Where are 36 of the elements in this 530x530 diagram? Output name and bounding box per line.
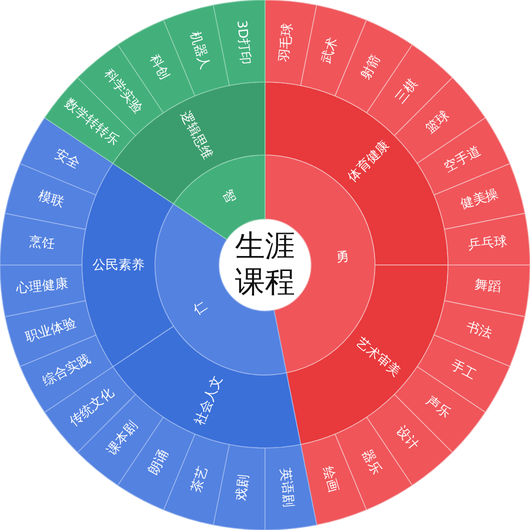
segment-label: 空手道 — [442, 144, 484, 176]
center-label: 生涯课程 — [234, 229, 296, 301]
segment-label: 逻辑思维 — [177, 109, 215, 162]
segment-label: 心理健康 — [15, 276, 69, 297]
segment-label: 舞蹈 — [474, 278, 502, 296]
segment-label: 茶艺 — [189, 464, 211, 494]
segment-label: 机器人 — [187, 30, 213, 72]
segment-label: 科创 — [146, 52, 172, 82]
segment-label: 仁 — [190, 298, 210, 318]
segment-label: 绘画 — [319, 464, 341, 494]
segment-label: 艺术审美 — [353, 336, 404, 380]
segment-label: 篮球 — [423, 108, 453, 137]
segment-label: 体育健康 — [344, 138, 392, 186]
segment-label: 书法 — [464, 319, 494, 341]
segment-label: 羽毛球 — [278, 22, 296, 62]
segment-label: 朗诵 — [146, 448, 172, 478]
segment-label: 三棋 — [393, 77, 422, 107]
segment-label: 设计 — [393, 423, 422, 453]
segment-label: 武术 — [319, 36, 341, 66]
segment-label: 社会人文 — [192, 373, 226, 428]
segment-label: 公民素养 — [92, 258, 144, 272]
segment-label: 安全 — [52, 146, 82, 172]
segment-label: 器乐 — [358, 448, 384, 478]
segment-label: 智 — [218, 186, 238, 206]
segment-label: 健美操 — [458, 187, 500, 213]
segment-label: 烹饪 — [28, 234, 56, 252]
segment-label: 模联 — [36, 189, 66, 211]
segment-label: 射箭 — [358, 52, 384, 82]
segment-label: 声乐 — [423, 393, 453, 422]
segment-label: 勇 — [335, 249, 350, 266]
segment-label: 职业体验 — [24, 315, 78, 345]
segment-label: 手工 — [448, 358, 478, 384]
segment-label: 戏剧 — [234, 474, 252, 502]
segment-label: 乒乓球 — [468, 234, 508, 252]
segment-label: 英语剧 — [278, 468, 296, 508]
segment-label: 3D打印 — [234, 19, 253, 65]
